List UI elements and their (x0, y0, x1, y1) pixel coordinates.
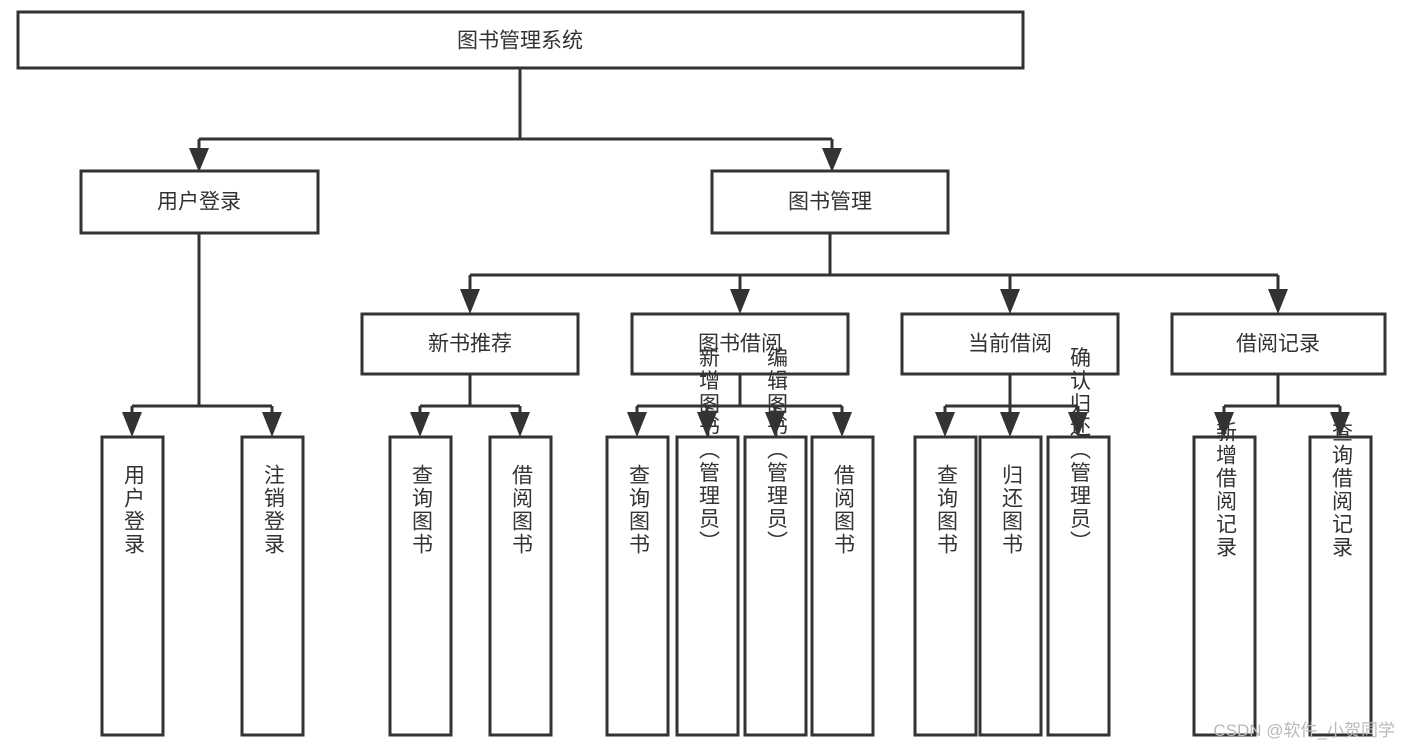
node-leaf-add-record-label: 新增借阅记录 (1214, 421, 1238, 559)
node-borrow-record-label: 借阅记录 (1236, 333, 1320, 356)
connector-book-borrow-to-children (635, 374, 844, 424)
node-leaf-edit-book-box[interactable] (743, 435, 808, 737)
node-leaf-user-login-label: 用户登录 (122, 464, 146, 556)
node-leaf-confirm-return-label: 确认归还（管理员） (1068, 347, 1092, 554)
arrow-head-to-leaf-user-login (122, 412, 142, 437)
node-leaf-query-book-3-label: 查询图书 (935, 464, 959, 556)
node-new-book-recommend-box[interactable] (360, 312, 580, 376)
arrow-head-to-leaf-query-book-3 (935, 412, 955, 437)
node-leaf-borrow-book-2[interactable]: 借阅图书 (810, 435, 875, 737)
node-leaf-query-book-1[interactable]: 查询图书 (388, 435, 453, 737)
arrow-head-to-user-login (189, 148, 209, 172)
arrow-head-to-borrow-record (1268, 289, 1288, 314)
node-current-borrow[interactable]: 当前借阅 (900, 312, 1120, 376)
arrow-head-to-leaf-confirm-return (1068, 412, 1088, 437)
node-leaf-add-record-box[interactable] (1192, 435, 1257, 737)
node-leaf-add-book-label: 新增图书（管理员） (697, 347, 721, 554)
arrow-head-to-leaf-add-book (697, 412, 717, 437)
node-leaf-add-book[interactable]: 新增图书（管理员） (675, 347, 740, 737)
node-leaf-borrow-book-1-label: 借阅图书 (510, 464, 534, 556)
connector-borrow-record-to-children (1222, 374, 1342, 424)
node-leaf-user-login-box[interactable] (100, 435, 165, 737)
node-leaf-query-record-box[interactable] (1308, 435, 1373, 737)
node-new-book-recommend-label: 新书推荐 (428, 333, 512, 356)
node-leaf-confirm-return-box[interactable] (1046, 435, 1111, 737)
connector-user-login-to-children (130, 233, 274, 424)
node-current-borrow-label: 当前借阅 (968, 333, 1052, 356)
node-current-borrow-box[interactable] (900, 312, 1120, 376)
arrow-head-to-new-book-recommend (460, 289, 480, 314)
node-leaf-add-record[interactable]: 新增借阅记录 (1192, 421, 1257, 737)
node-leaf-query-book-3-box[interactable] (913, 435, 978, 737)
arrow-head-to-leaf-borrow-book-2 (832, 412, 852, 437)
node-leaf-edit-book-label: 编辑图书（管理员） (765, 347, 789, 554)
node-book-borrow[interactable]: 图书借阅 (630, 312, 850, 376)
connector-book-management-to-level3 (468, 233, 1280, 300)
node-leaf-query-book-3[interactable]: 查询图书 (913, 435, 978, 737)
node-leaf-return-book-box[interactable] (978, 435, 1043, 737)
node-book-management[interactable]: 图书管理 (710, 169, 950, 235)
node-leaf-borrow-book-2-box[interactable] (810, 435, 875, 737)
arrow-head-to-leaf-query-book-1 (410, 412, 430, 437)
arrow-head-to-leaf-return-book (1000, 412, 1020, 437)
node-leaf-borrow-book-1-box[interactable] (488, 435, 553, 737)
node-leaf-borrow-book-1[interactable]: 借阅图书 (488, 435, 553, 737)
node-leaf-user-login[interactable]: 用户登录 (100, 435, 165, 737)
node-leaf-query-book-1-box[interactable] (388, 435, 453, 737)
node-leaf-add-book-box[interactable] (675, 435, 740, 737)
node-new-book-recommend[interactable]: 新书推荐 (360, 312, 580, 376)
node-leaf-confirm-return[interactable]: 确认归还（管理员） (1046, 347, 1111, 737)
node-leaf-logout-login[interactable]: 注销登录 (240, 435, 305, 737)
node-borrow-record[interactable]: 借阅记录 (1170, 312, 1387, 376)
arrow-head-to-book-management (822, 148, 842, 172)
node-leaf-logout-login-box[interactable] (240, 435, 305, 737)
node-leaf-query-book-2-label: 查询图书 (627, 464, 651, 556)
node-book-borrow-box[interactable] (630, 312, 850, 376)
node-root-label: 图书管理系统 (457, 30, 583, 53)
node-leaf-logout-login-label: 注销登录 (262, 464, 286, 556)
node-leaf-return-book[interactable]: 归还图书 (978, 435, 1043, 737)
node-leaf-return-book-label: 归还图书 (1000, 464, 1024, 556)
arrow-head-to-leaf-edit-book (765, 412, 785, 437)
connector-new-book-recommend-to-children (418, 374, 522, 424)
node-leaf-query-book-2-box[interactable] (605, 435, 670, 737)
node-leaf-edit-book[interactable]: 编辑图书（管理员） (743, 347, 808, 737)
node-user-login-box[interactable] (79, 169, 320, 235)
connector-root-to-level2 (197, 68, 834, 160)
arrow-head-to-leaf-logout-login (262, 412, 282, 437)
node-user-login-label: 用户登录 (157, 191, 241, 214)
arrow-head-to-leaf-add-record (1214, 412, 1234, 437)
node-leaf-query-record[interactable]: 查询借阅记录 (1308, 421, 1373, 737)
node-user-login[interactable]: 用户登录 (79, 169, 320, 235)
arrow-head-to-leaf-query-book-2 (627, 412, 647, 437)
arrow-head-to-current-borrow (1000, 289, 1020, 314)
arrow-head-to-book-borrow (730, 289, 750, 314)
node-book-management-label: 图书管理 (788, 191, 872, 214)
node-leaf-query-record-label: 查询借阅记录 (1330, 421, 1354, 559)
node-leaf-borrow-book-2-label: 借阅图书 (832, 464, 856, 556)
node-book-management-box[interactable] (710, 169, 950, 235)
node-borrow-record-box[interactable] (1170, 312, 1387, 376)
node-book-borrow-label: 图书借阅 (698, 333, 782, 356)
csdn-watermark: CSDN @软件_小贺同学 (1213, 721, 1395, 740)
connector-layer (122, 68, 1350, 437)
arrow-head-to-leaf-query-record (1330, 412, 1350, 437)
node-leaf-query-book-1-label: 查询图书 (410, 464, 434, 556)
node-root-box[interactable] (16, 10, 1025, 70)
arrow-head-to-leaf-borrow-book-1 (510, 412, 530, 437)
node-root[interactable]: 图书管理系统 (16, 10, 1025, 70)
node-leaf-query-book-2[interactable]: 查询图书 (605, 435, 670, 737)
